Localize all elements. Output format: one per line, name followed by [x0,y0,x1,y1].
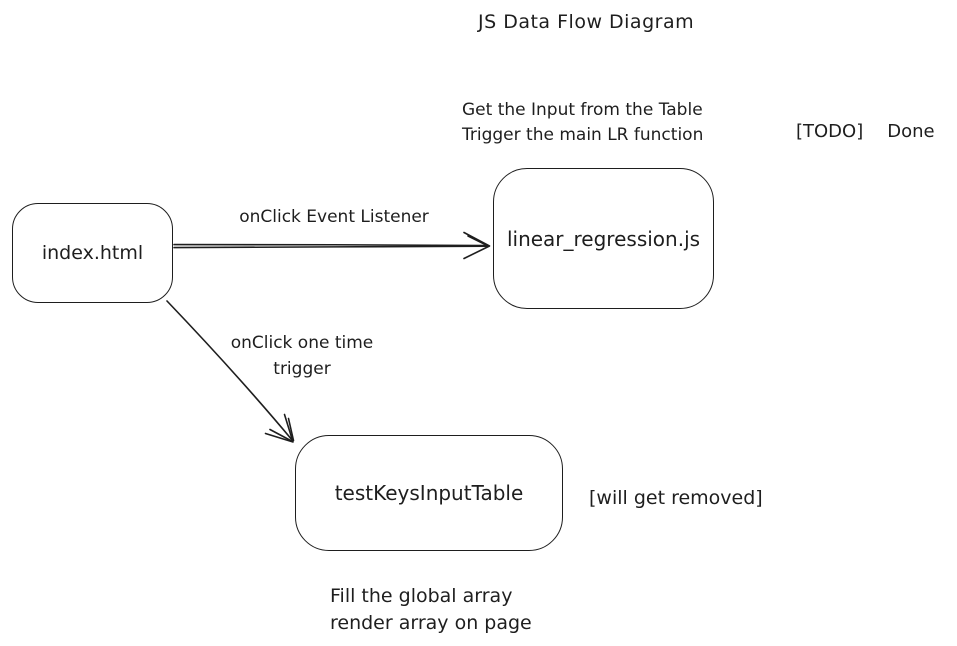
will-get-removed-note: [will get removed] [589,487,763,509]
edge-label-onclick-one-time-line-1: onClick one time [230,333,374,353]
todo-annotation: [TODO] Done [796,121,935,142]
node-test-keys-input-table: testKeysInputTable [295,435,563,551]
node-index-html: index.html [12,203,173,303]
diagram-title: JS Data Flow Diagram [478,11,695,33]
fill-array-note-line-2: render array on page [330,612,532,634]
fill-array-note-line-1: Fill the global array [330,585,513,607]
lr-note-line-1: Get the Input from the Table [462,100,703,120]
node-test-keys-input-table-label: testKeysInputTable [334,481,524,505]
lr-function-note: Get the Input from the Table Trigger the… [462,98,703,148]
lr-note-line-2: Trigger the main LR function [462,125,704,145]
node-index-html-label: index.html [41,242,144,264]
edge-label-onclick-one-time-line-2: trigger [273,359,331,379]
node-linear-regression-js: linear_regression.js [493,168,714,309]
todo-tag: [TODO] [796,121,864,142]
edge-label-onclick-event-listener: onClick Event Listener [239,207,429,227]
fill-array-note: Fill the global array render array on pa… [330,583,532,637]
arrow-onclick-event-listener [173,231,491,260]
edge-label-onclick-one-time-trigger: onClick one time trigger [222,330,382,382]
todo-status: Done [887,121,935,142]
node-linear-regression-js-label: linear_regression.js [506,226,701,251]
